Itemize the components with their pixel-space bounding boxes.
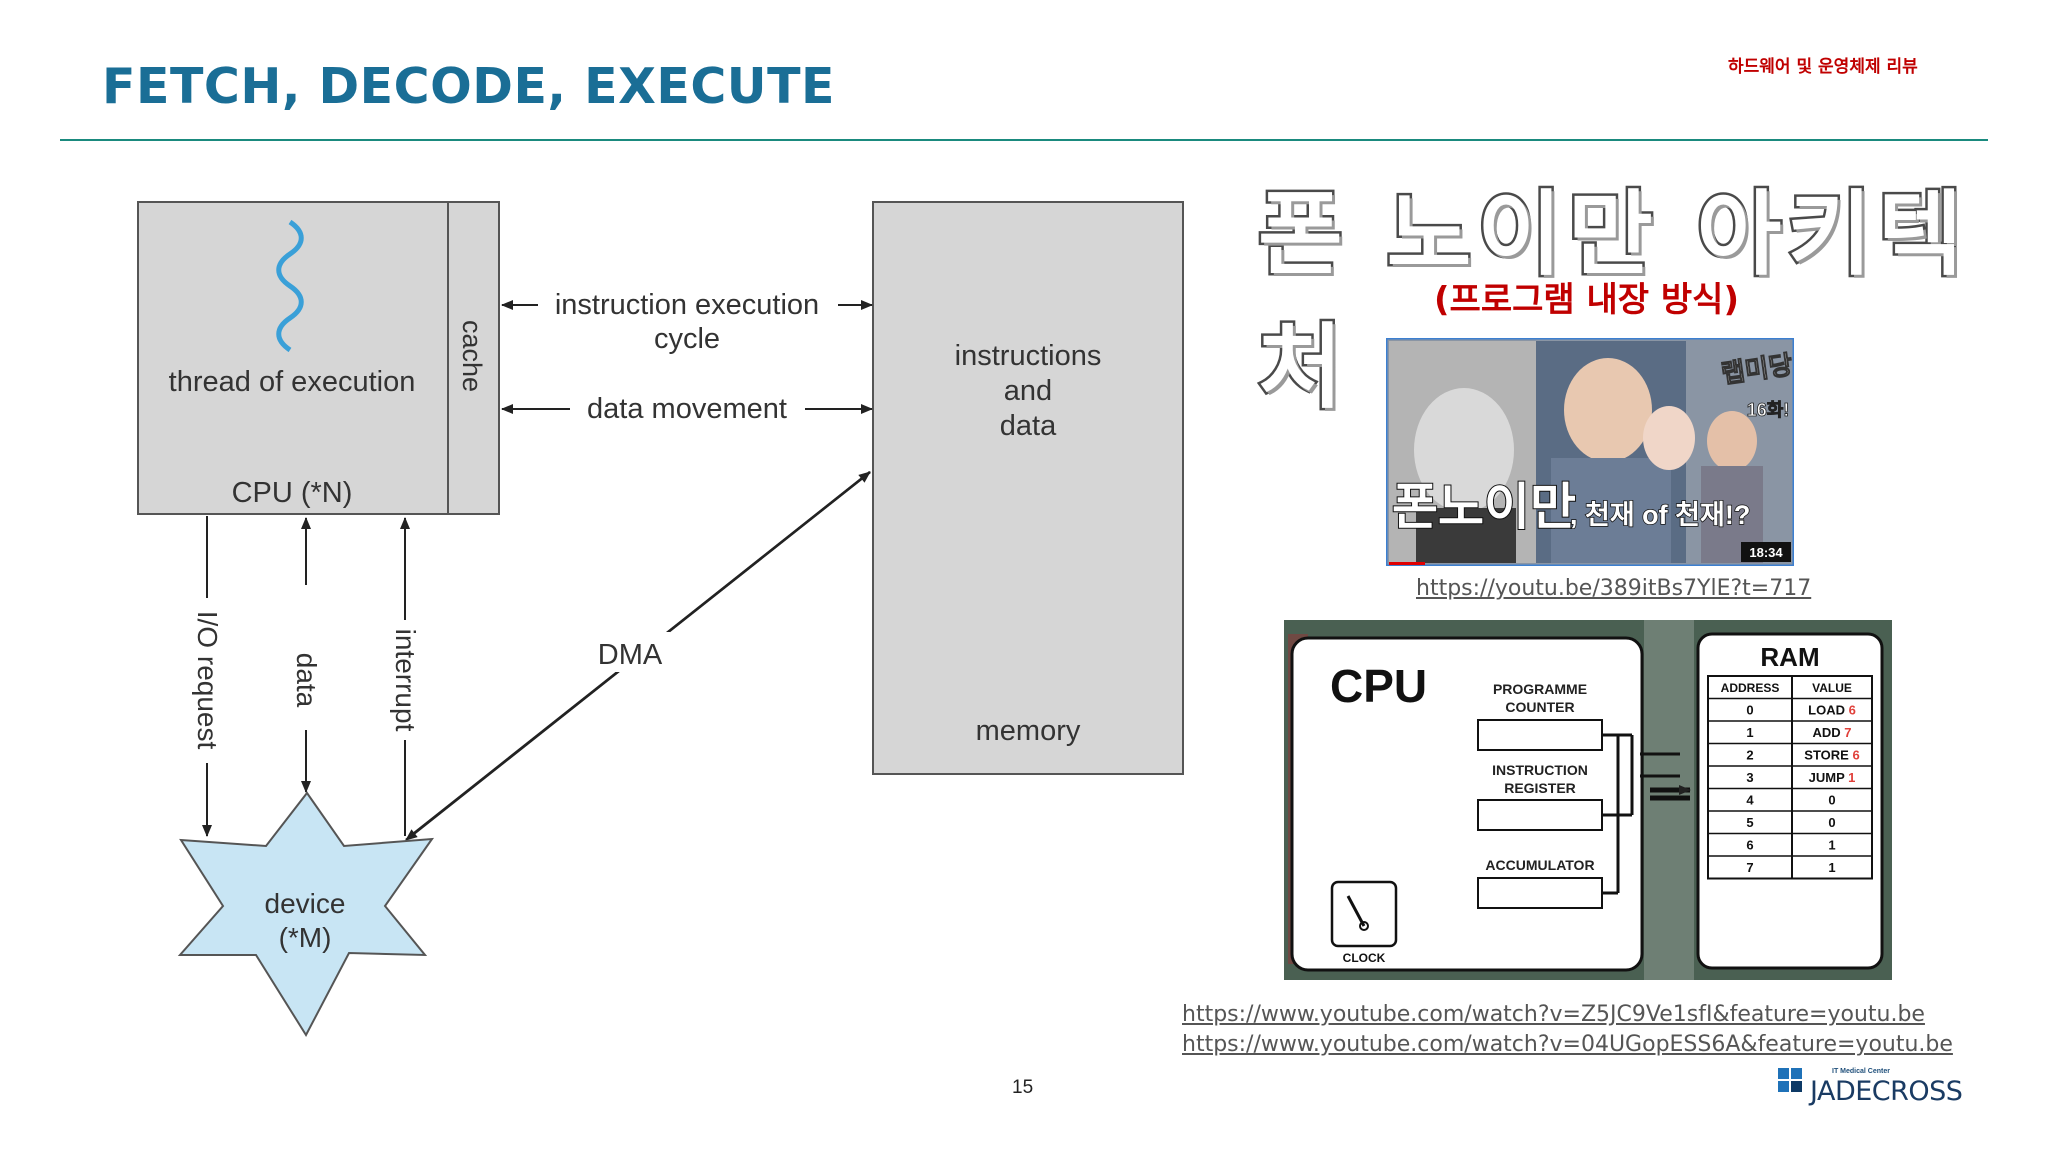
ram-address-cell: 0 [1746,703,1753,718]
ram-address-cell: 7 [1746,860,1753,875]
ram-title: RAM [1760,642,1819,672]
ram-value-cell: 0 [1828,815,1835,830]
memory-label-line3: data [1000,410,1057,442]
logo-wordmark: JADECROSS [1810,1076,1963,1107]
ram-value-cell: 1 [1828,838,1835,853]
stored-program-subheadline: (프로그램 내장 방식) [1434,280,1739,320]
thumbnail-headline-b: , 천재 of 천재!? [1570,500,1750,530]
progress-bar [1389,562,1425,565]
slide-tagline: 하드웨어 및 운영체제 리뷰 [1728,57,1918,77]
logo-subtitle: IT Medical Center [1832,1068,1890,1075]
memory-label-line2: and [1004,375,1052,407]
device-label-line1: device [265,888,346,919]
data-movement-label: data movement [587,393,787,425]
thread-icon [276,219,304,353]
interrupt-label: interrupt [390,629,421,732]
youtube-link-2[interactable]: https://www.youtube.com/watch?v=04UGopES… [1182,1032,1953,1057]
cycle-label-line1: instruction execution [555,289,819,321]
clock-label: CLOCK [1343,951,1386,965]
youtube-link-1[interactable]: https://www.youtube.com/watch?v=Z5JC9Ve1… [1182,1002,1925,1027]
device-label-line2: (*M) [279,922,332,953]
ram-value-cell: STORE 6 [1804,748,1859,763]
host-face [1564,358,1652,462]
ram-value-cell: LOAD 6 [1808,703,1856,718]
accumulator-register [1477,877,1603,909]
page-number: 15 [1012,1077,1034,1098]
dma-label: DMA [598,639,663,671]
von-neumann-headline: 폰 노이만 아키텍처 [1256,179,1969,424]
ram-value-cell: 0 [1828,793,1835,808]
ram-table: ADDRESS VALUE 0 LOAD 6 1 ADD 7 2 STORE 6 3 JUMP 1… [1707,675,1873,880]
svg-text:PROGRAMME: PROGRAMME [1493,681,1587,697]
title-divider [60,139,1988,141]
ram-header-address: ADDRESS [1721,681,1780,695]
svg-text:INSTRUCTION: INSTRUCTION [1492,762,1588,778]
video-thumbnail[interactable]: 랩미당 16화! 폰노이만 , 천재 of 천재!? 18:34 [1386,338,1794,566]
svg-text:COUNTER: COUNTER [1505,699,1574,715]
ir-register [1477,799,1603,831]
memory-label-line1: instructions [955,340,1102,372]
ram-value-cell: ADD 7 [1812,725,1851,740]
ram-value-cell: 1 [1828,860,1835,875]
memory-box [872,201,1184,775]
cpu-label: CPU (*N) [232,477,353,509]
ram-value-cell: JUMP 1 [1809,770,1856,785]
ram-address-cell: 1 [1746,725,1753,740]
ram-address-cell: 4 [1746,793,1754,808]
cache-label: cache [457,320,487,392]
accumulator-label: ACCUMULATOR [1485,857,1594,873]
data-label: data [291,653,322,708]
video-duration: 18:34 [1749,545,1783,560]
io-request-label: I/O request [192,611,223,750]
episode-badge: 16화! [1747,400,1790,420]
device-star [177,791,435,1038]
cpu-ram-figure: CPU PROGRAMME COUNTER INSTRUCTION REGIST… [1284,620,1892,980]
slide-title: FETCH, DECODE, EXECUTE [102,58,835,115]
ram-address-cell: 3 [1746,770,1753,785]
ram-address-cell: 6 [1746,838,1753,853]
memory-label: memory [976,715,1081,747]
video-link[interactable]: https://youtu.be/389itBs7YlE?t=717 [1416,576,1812,601]
clock-icon [1330,880,1398,948]
ram-address-cell: 2 [1746,748,1753,763]
cpu-figure-title: CPU [1330,660,1427,712]
svg-text:REGISTER: REGISTER [1504,780,1576,796]
thumbnail-headline-a: 폰노이만 [1392,479,1576,535]
ram-address-cell: 5 [1746,815,1753,830]
cycle-label-line2: cycle [654,323,720,355]
pc-register [1477,719,1603,751]
thread-label: thread of execution [169,366,416,398]
jadecross-logo: IT Medical Center JADECROSS [1778,1068,1963,1107]
cpu-box [137,201,500,515]
ram-header-value: VALUE [1812,681,1852,695]
